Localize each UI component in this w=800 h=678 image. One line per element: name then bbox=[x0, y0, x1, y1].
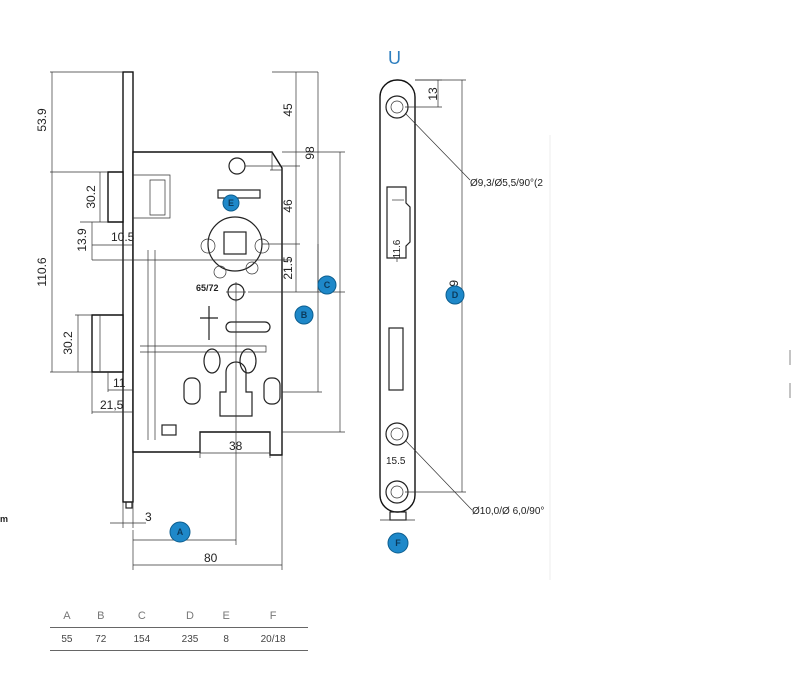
table-cell-F: 20/18 bbox=[260, 633, 286, 645]
dim-80: 80 bbox=[204, 551, 218, 565]
dim-110-6: 110.6 bbox=[35, 257, 49, 286]
table-header-C: C bbox=[137, 610, 146, 622]
badge-A: A bbox=[169, 521, 191, 543]
stray-text-fragment: m bbox=[0, 514, 9, 524]
table-cell-E: 8 bbox=[223, 633, 229, 645]
front-dimension-lines bbox=[50, 71, 345, 570]
svg-text:D: D bbox=[452, 290, 459, 300]
dim-45: 45 bbox=[281, 103, 295, 117]
bolt-opening bbox=[388, 327, 404, 391]
latch-opening bbox=[386, 186, 411, 259]
lock-forend-side-view bbox=[379, 79, 416, 521]
dead-bolt bbox=[91, 314, 124, 373]
dim-11: 11 bbox=[113, 376, 126, 390]
table-header-F: F bbox=[269, 610, 277, 622]
dimension-values-table: A B C D E F 55 72 154 235 8 20/18 bbox=[50, 605, 308, 651]
table-header-E: E bbox=[222, 610, 230, 622]
table-cell-D: 235 bbox=[181, 633, 199, 645]
front-dimension-text: 53.9 110.6 30.2 13.9 10.5 30.2 11 21,5 3… bbox=[35, 103, 317, 565]
badge-E: E bbox=[222, 194, 240, 212]
forend-screw-hole-middle bbox=[385, 422, 409, 446]
hole-spec-bottom: Ø10,0/Ø 6,0/90° bbox=[472, 506, 544, 517]
dim-10-5: 10.5 bbox=[111, 230, 135, 244]
table-header-D: D bbox=[186, 610, 194, 622]
dim-30-2-top: 30.2 bbox=[84, 185, 98, 209]
svg-text:B: B bbox=[301, 310, 308, 320]
forend-plate bbox=[122, 71, 134, 503]
dim-98: 98 bbox=[303, 146, 317, 160]
square-follower bbox=[223, 231, 247, 255]
badge-F: F bbox=[387, 532, 409, 554]
table-cell-B: 72 bbox=[95, 633, 107, 645]
dim-30-2-bottom: 30.2 bbox=[61, 331, 75, 355]
badge-D: D bbox=[445, 285, 465, 305]
cross-slot bbox=[200, 306, 218, 340]
svg-text:A: A bbox=[177, 527, 184, 537]
latch-bolt bbox=[107, 171, 124, 223]
badge-B: B bbox=[294, 305, 314, 325]
dim-15-5: 15.5 bbox=[386, 456, 406, 467]
table-cell-A: 55 bbox=[61, 633, 73, 645]
side-dimension-lines bbox=[380, 79, 473, 521]
svg-text:F: F bbox=[395, 538, 401, 548]
dim-53-9: 53.9 bbox=[35, 108, 49, 132]
table-header-A: A bbox=[63, 610, 71, 622]
table-row: 55 72 154 235 8 20/18 bbox=[50, 628, 308, 651]
dim-21-5-left: 21,5 bbox=[100, 398, 124, 412]
side-view-label: U bbox=[388, 48, 401, 68]
svg-text:C: C bbox=[324, 280, 331, 290]
dim-13-9: 13.9 bbox=[75, 228, 89, 252]
forend-strip bbox=[379, 79, 416, 513]
dim-38: 38 bbox=[229, 439, 243, 453]
table-header-B: B bbox=[97, 610, 105, 622]
dim-21-5-right: 21.5 bbox=[281, 256, 295, 280]
table-cell-C: 154 bbox=[133, 633, 151, 645]
hole-spec-top: Ø9,3/Ø5,5/90°(2 bbox=[470, 178, 543, 189]
table-header-row: A B C D E F bbox=[50, 605, 308, 628]
dim-13: 13 bbox=[426, 87, 440, 101]
dim-65-72: 65/72 bbox=[196, 283, 219, 293]
dim-11-6: 11.6 bbox=[392, 239, 403, 258]
dim-46: 46 bbox=[281, 199, 295, 213]
badge-C: C bbox=[317, 275, 337, 295]
lock-front-view bbox=[91, 71, 283, 509]
svg-text:E: E bbox=[228, 198, 234, 208]
dim-3: 3 bbox=[145, 510, 152, 524]
